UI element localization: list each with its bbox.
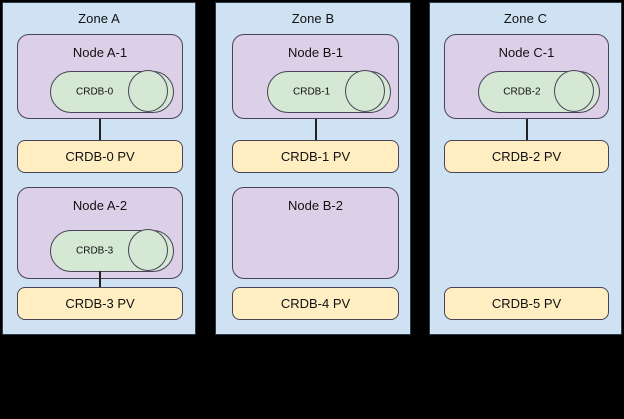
pv-crdb-2-label: CRDB-2 PV [491, 149, 562, 164]
pv-crdb-5[interactable]: CRDB-5 PV [444, 287, 609, 320]
node-c-1[interactable]: Node C-1 CRDB-2 [444, 34, 609, 119]
pod-crdb-3[interactable]: CRDB-3 [50, 229, 174, 272]
node-b-1-label: Node B-1 [288, 45, 343, 60]
pod-crdb-1[interactable]: CRDB-1 [267, 70, 391, 113]
connector-crdb-2 [526, 119, 528, 142]
zone-c-container[interactable]: Zone C Node C-1 CRDB-2 CRDB-2 PV CRDB-5 … [429, 2, 622, 335]
pv-crdb-3-label: CRDB-3 PV [65, 296, 135, 311]
zone-c-title: Zone C [503, 11, 548, 26]
cylinder-cap-icon [128, 229, 168, 271]
pod-crdb-2-label: CRDB-2 [503, 86, 541, 98]
pod-crdb-0[interactable]: CRDB-0 [50, 70, 174, 113]
pv-crdb-2[interactable]: CRDB-2 PV [444, 140, 609, 173]
zone-b-title: Zone B [291, 11, 335, 26]
zone-b-container[interactable]: Zone B Node B-1 CRDB-1 CRDB-1 PV Node B-… [215, 2, 411, 335]
cylinder-cap-icon [128, 70, 168, 112]
pv-crdb-5-label: CRDB-5 PV [491, 296, 562, 311]
connector-crdb-1 [315, 119, 317, 142]
node-a-2[interactable]: Node A-2 CRDB-3 [17, 187, 183, 279]
pod-crdb-2[interactable]: CRDB-2 [478, 70, 600, 113]
node-b-1[interactable]: Node B-1 CRDB-1 [232, 34, 399, 119]
pv-crdb-1-label: CRDB-1 PV [280, 149, 351, 164]
node-a-1[interactable]: Node A-1 CRDB-0 [17, 34, 183, 119]
pv-crdb-3[interactable]: CRDB-3 PV [17, 287, 183, 320]
pv-crdb-0-label: CRDB-0 PV [65, 149, 135, 164]
node-b-2[interactable]: Node B-2 [232, 187, 399, 279]
pod-crdb-0-label: CRDB-0 [76, 86, 114, 98]
pod-crdb-1-label: CRDB-1 [293, 86, 331, 98]
connector-crdb-0 [99, 119, 101, 142]
pv-crdb-4[interactable]: CRDB-4 PV [232, 287, 399, 320]
pod-crdb-3-label: CRDB-3 [76, 245, 114, 257]
node-c-1-label: Node C-1 [498, 45, 555, 60]
zone-a-title: Zone A [78, 11, 120, 26]
node-a-1-label: Node A-1 [72, 45, 128, 60]
cylinder-cap-icon [554, 70, 594, 112]
pv-crdb-4-label: CRDB-4 PV [280, 296, 351, 311]
pv-crdb-1[interactable]: CRDB-1 PV [232, 140, 399, 173]
cylinder-cap-icon [345, 70, 385, 112]
pv-crdb-0[interactable]: CRDB-0 PV [17, 140, 183, 173]
node-a-2-label: Node A-2 [72, 198, 128, 213]
connector-crdb-3 [99, 271, 101, 289]
zone-a-container[interactable]: Zone A Node A-1 CRDB-0 CRDB-0 PV Node A-… [2, 2, 196, 335]
node-b-2-label: Node B-2 [288, 198, 343, 213]
